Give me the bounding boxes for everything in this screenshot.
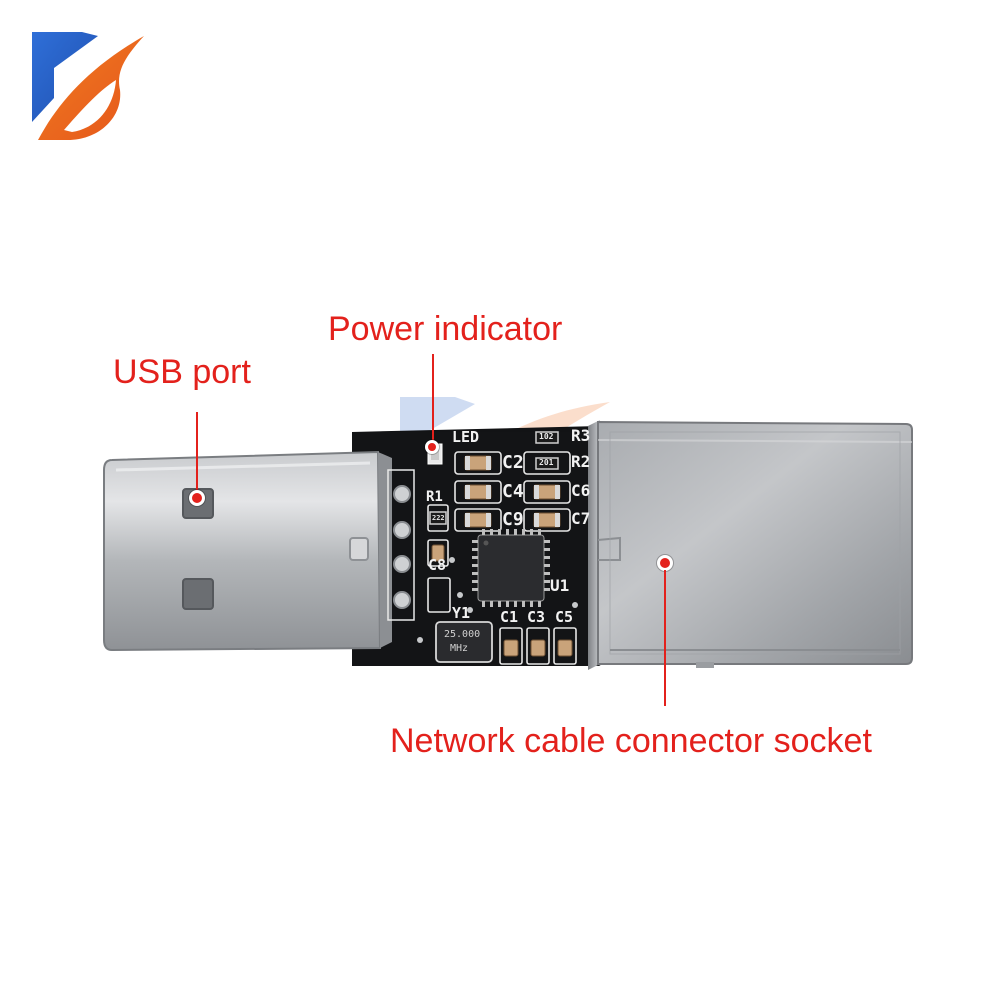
brand-logo-icon (32, 32, 144, 140)
pcb-label-u1: U1 (550, 576, 570, 595)
leader-line-usb-port (196, 412, 198, 494)
callout-power-indicator: Power indicator (328, 310, 563, 348)
leader-line-network-socket (664, 570, 666, 706)
pcb-label-c5: C5 (555, 608, 574, 626)
marker-dot-power-indicator (425, 440, 439, 454)
leader-line-power-indicator (432, 354, 434, 444)
pcb-label-c6: C6 (571, 481, 591, 500)
callout-network-socket: Network cable connector socket (390, 722, 872, 760)
pcb-label-r3: R3 (571, 426, 591, 445)
pcb-label-y1: Y1 (452, 604, 471, 622)
pcb-label-c3: C3 (527, 608, 546, 626)
callout-usb-port: USB port (113, 353, 251, 391)
pcb-label-r2: R2 (571, 452, 591, 471)
crystal-frequency: 25.000 (444, 629, 481, 640)
marker-dot-network-socket (657, 555, 673, 571)
pcb-label-c2: C2 (502, 452, 524, 473)
pcb-label-r1: R1 (426, 489, 443, 505)
resistor-code-222: 222 (432, 514, 445, 522)
pcb-label-c9: C9 (502, 509, 524, 530)
pcb-label-c4: C4 (502, 481, 524, 502)
pcb-label-c8: C8 (428, 556, 447, 574)
marker-dot-usb-port (189, 490, 205, 506)
resistor-code-102: 102 (539, 432, 554, 441)
pcb-label-c7: C7 (571, 509, 591, 528)
pcb-label-led: LED (452, 428, 480, 446)
resistor-code-201: 201 (539, 458, 554, 467)
pcb-label-c1: C1 (500, 608, 519, 626)
crystal-unit: MHz (450, 643, 469, 654)
